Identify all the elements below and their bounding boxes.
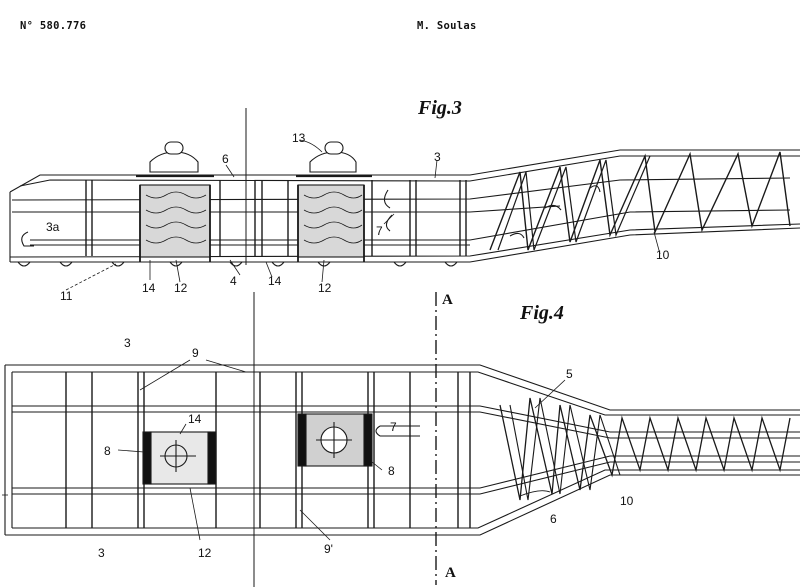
fig3-label-7: 7	[376, 224, 383, 238]
fig3-label-13: 13	[292, 131, 306, 145]
fig3-label-3a: 3a	[46, 220, 60, 234]
fig4-label-9-bottom: 9'	[324, 542, 333, 556]
fig4-label-7: 7	[390, 420, 397, 434]
block-plan-right	[297, 413, 373, 467]
fig4-drawing	[2, 292, 800, 587]
fig4-label-12: 12	[198, 546, 212, 560]
fig3-label-6: 6	[222, 152, 229, 166]
fig4-label-6: 6	[550, 512, 557, 526]
fig3-label-4: 4	[230, 274, 237, 288]
fig4-label-3-top: 3	[124, 336, 131, 350]
fig4-label-9-top: 9	[192, 346, 199, 360]
wood-block-right	[297, 184, 365, 262]
section-label-bottom: A	[445, 565, 456, 581]
fig4-outline-bottom	[5, 474, 800, 536]
fig3-bottom-edge	[10, 227, 801, 263]
inventor-name: M. Soulas	[417, 20, 477, 32]
fig4-label-5: 5	[566, 367, 573, 381]
block-plan-left	[142, 431, 217, 485]
fig3-label-3: 3	[434, 150, 441, 164]
fig3-top-edge-inner	[19, 155, 800, 187]
wood-block-left	[139, 184, 211, 262]
fig3-label-12b: 12	[318, 281, 332, 295]
fig4-outline-bottom-inner	[12, 469, 800, 529]
fig3-label-12a: 12	[174, 281, 188, 295]
fig3-label-14a: 14	[142, 281, 156, 295]
fig4-outline-top	[5, 364, 800, 411]
lifting-eye-left	[136, 141, 214, 178]
section-label-top: A	[442, 292, 453, 308]
fig4-title: Fig.4	[520, 302, 564, 324]
fig3-label-11: 11	[60, 289, 73, 303]
fig3-top-edge	[9, 149, 800, 193]
fig4-label-8a: 8	[104, 444, 111, 458]
fig4-label-3-bottom: 3	[98, 546, 105, 560]
fig4-label-14: 14	[188, 412, 202, 426]
fig3-bottom-edge-inner	[9, 223, 801, 258]
fig3-title: Fig.3	[418, 97, 462, 119]
fig4-label-8b: 8	[388, 464, 395, 478]
fig3-drawing	[9, 108, 801, 291]
patent-number: N° 580.776	[20, 20, 87, 32]
fig4-outline-top-inner	[12, 371, 800, 416]
fig4-label-10: 10	[620, 494, 634, 508]
fig3-label-10: 10	[656, 248, 670, 262]
lifting-eye-right	[296, 141, 372, 178]
fig3-label-14b: 14	[268, 274, 282, 288]
